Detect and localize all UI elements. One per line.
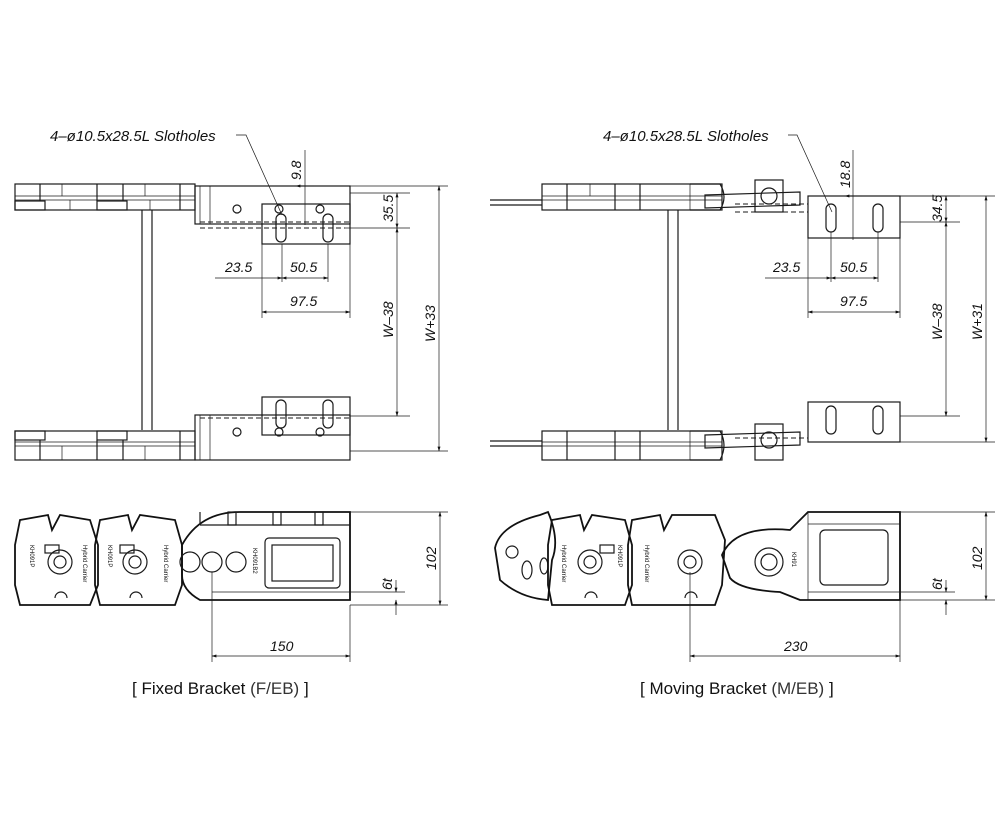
moving-dim-23-5: 23.5 xyxy=(772,259,800,275)
slothole xyxy=(322,399,334,429)
moving-slot-note: 4–ø10.5x28.5L Slotholes xyxy=(603,128,769,145)
fixed-dim-97-5: 97.5 xyxy=(290,293,317,309)
fixed-dim-150: 150 xyxy=(270,638,294,654)
moving-dim-97-5: 97.5 xyxy=(840,293,867,309)
moving-top-view: 4–ø10.5x28.5L Slotholes 18.8 34.5 W–38 W… xyxy=(490,128,995,461)
moving-dim-34-5: 34.5 xyxy=(929,195,945,222)
moving-top-chain-upper xyxy=(541,183,725,211)
link-brand-label: Hybrid Carrier xyxy=(560,545,566,582)
slothole xyxy=(275,399,287,429)
moving-dim-w-38: W–38 xyxy=(929,303,945,340)
link-brand-label: Hybrid Carrier xyxy=(81,545,87,582)
moving-caption-main: [ Moving Bracket xyxy=(640,679,772,698)
fixed-caption-end: ] xyxy=(299,679,309,698)
slothole xyxy=(825,203,837,233)
moving-caption-end: ] xyxy=(824,679,834,698)
fixed-top-chain-lower xyxy=(14,430,196,461)
fixed-dim-102: 102 xyxy=(423,546,439,570)
fixed-top-bracket-lower xyxy=(194,396,351,461)
slothole xyxy=(322,213,334,243)
fixed-side-view: KH091P Hybrid Carrier KH091P Hybrid Carr… xyxy=(14,511,448,662)
slot-note-leader xyxy=(236,134,283,216)
slothole xyxy=(275,213,287,243)
moving-side-view: Hybrid Carrier KH091P Hybrid Carrier KH9… xyxy=(494,510,995,662)
fixed-dim-23-5: 23.5 xyxy=(224,259,252,275)
fixed-caption-code: (F/EB) xyxy=(250,679,300,698)
fixed-dim-6t: 6t xyxy=(379,577,395,590)
link-series-label: KH091P xyxy=(106,545,112,567)
chain-link: KH091P Hybrid Carrier xyxy=(14,513,99,606)
fixed-top-view: 4–ø10.5x28.5L Slotholes 9.8 35.5 W–38 W+… xyxy=(14,128,448,461)
moving-top-chain-lower xyxy=(541,430,725,461)
link-series-label: KH091P xyxy=(616,545,622,567)
moving-caption-code: (M/EB) xyxy=(771,679,825,698)
moving-bracket-caption: [ Moving Bracket (M/EB) ] xyxy=(640,679,834,699)
moving-dim-230: 230 xyxy=(783,638,808,654)
slothole xyxy=(872,405,884,435)
chain-link: KH091P Hybrid Carrier xyxy=(94,513,183,606)
fixed-slot-note: 4–ø10.5x28.5L Slotholes xyxy=(50,128,216,145)
chain-link: Hybrid Carrier xyxy=(627,513,726,606)
fixed-dim-w-38: W–38 xyxy=(380,301,396,338)
moving-dim-18-8: 18.8 xyxy=(837,161,853,188)
slot-note-leader xyxy=(788,134,833,213)
fixed-dim-35-5: 35.5 xyxy=(380,195,396,222)
chain-link: Hybrid Carrier KH091P xyxy=(547,513,633,606)
fixed-dim-w-33: W+33 xyxy=(422,305,438,342)
swing-arm xyxy=(704,431,801,449)
moving-dim-w-31: W+31 xyxy=(969,303,985,340)
bracket-code-label: KH091B2 xyxy=(251,548,257,574)
moving-dim-102: 102 xyxy=(969,546,985,570)
fixed-dim-50-5: 50.5 xyxy=(290,259,317,275)
moving-dim-6t: 6t xyxy=(929,577,945,590)
fixed-top-bracket-upper xyxy=(194,185,351,245)
slothole xyxy=(872,203,884,233)
bracket-code-label: KH91 xyxy=(790,552,796,568)
link-brand-label: Hybrid Carrier xyxy=(643,545,649,582)
fixed-bracket-caption: [ Fixed Bracket (F/EB) ] xyxy=(132,679,309,699)
link-series-label: KH091P xyxy=(28,545,34,567)
moving-dim-50-5: 50.5 xyxy=(840,259,867,275)
fixed-top-chain-upper xyxy=(14,183,196,211)
link-brand-label: Hybrid Carrier xyxy=(162,545,168,582)
slothole xyxy=(825,405,837,435)
fixed-dim-9-8: 9.8 xyxy=(288,160,304,180)
fixed-caption-main: [ Fixed Bracket xyxy=(132,679,251,698)
end-link xyxy=(494,510,557,601)
swing-arm xyxy=(704,191,801,209)
